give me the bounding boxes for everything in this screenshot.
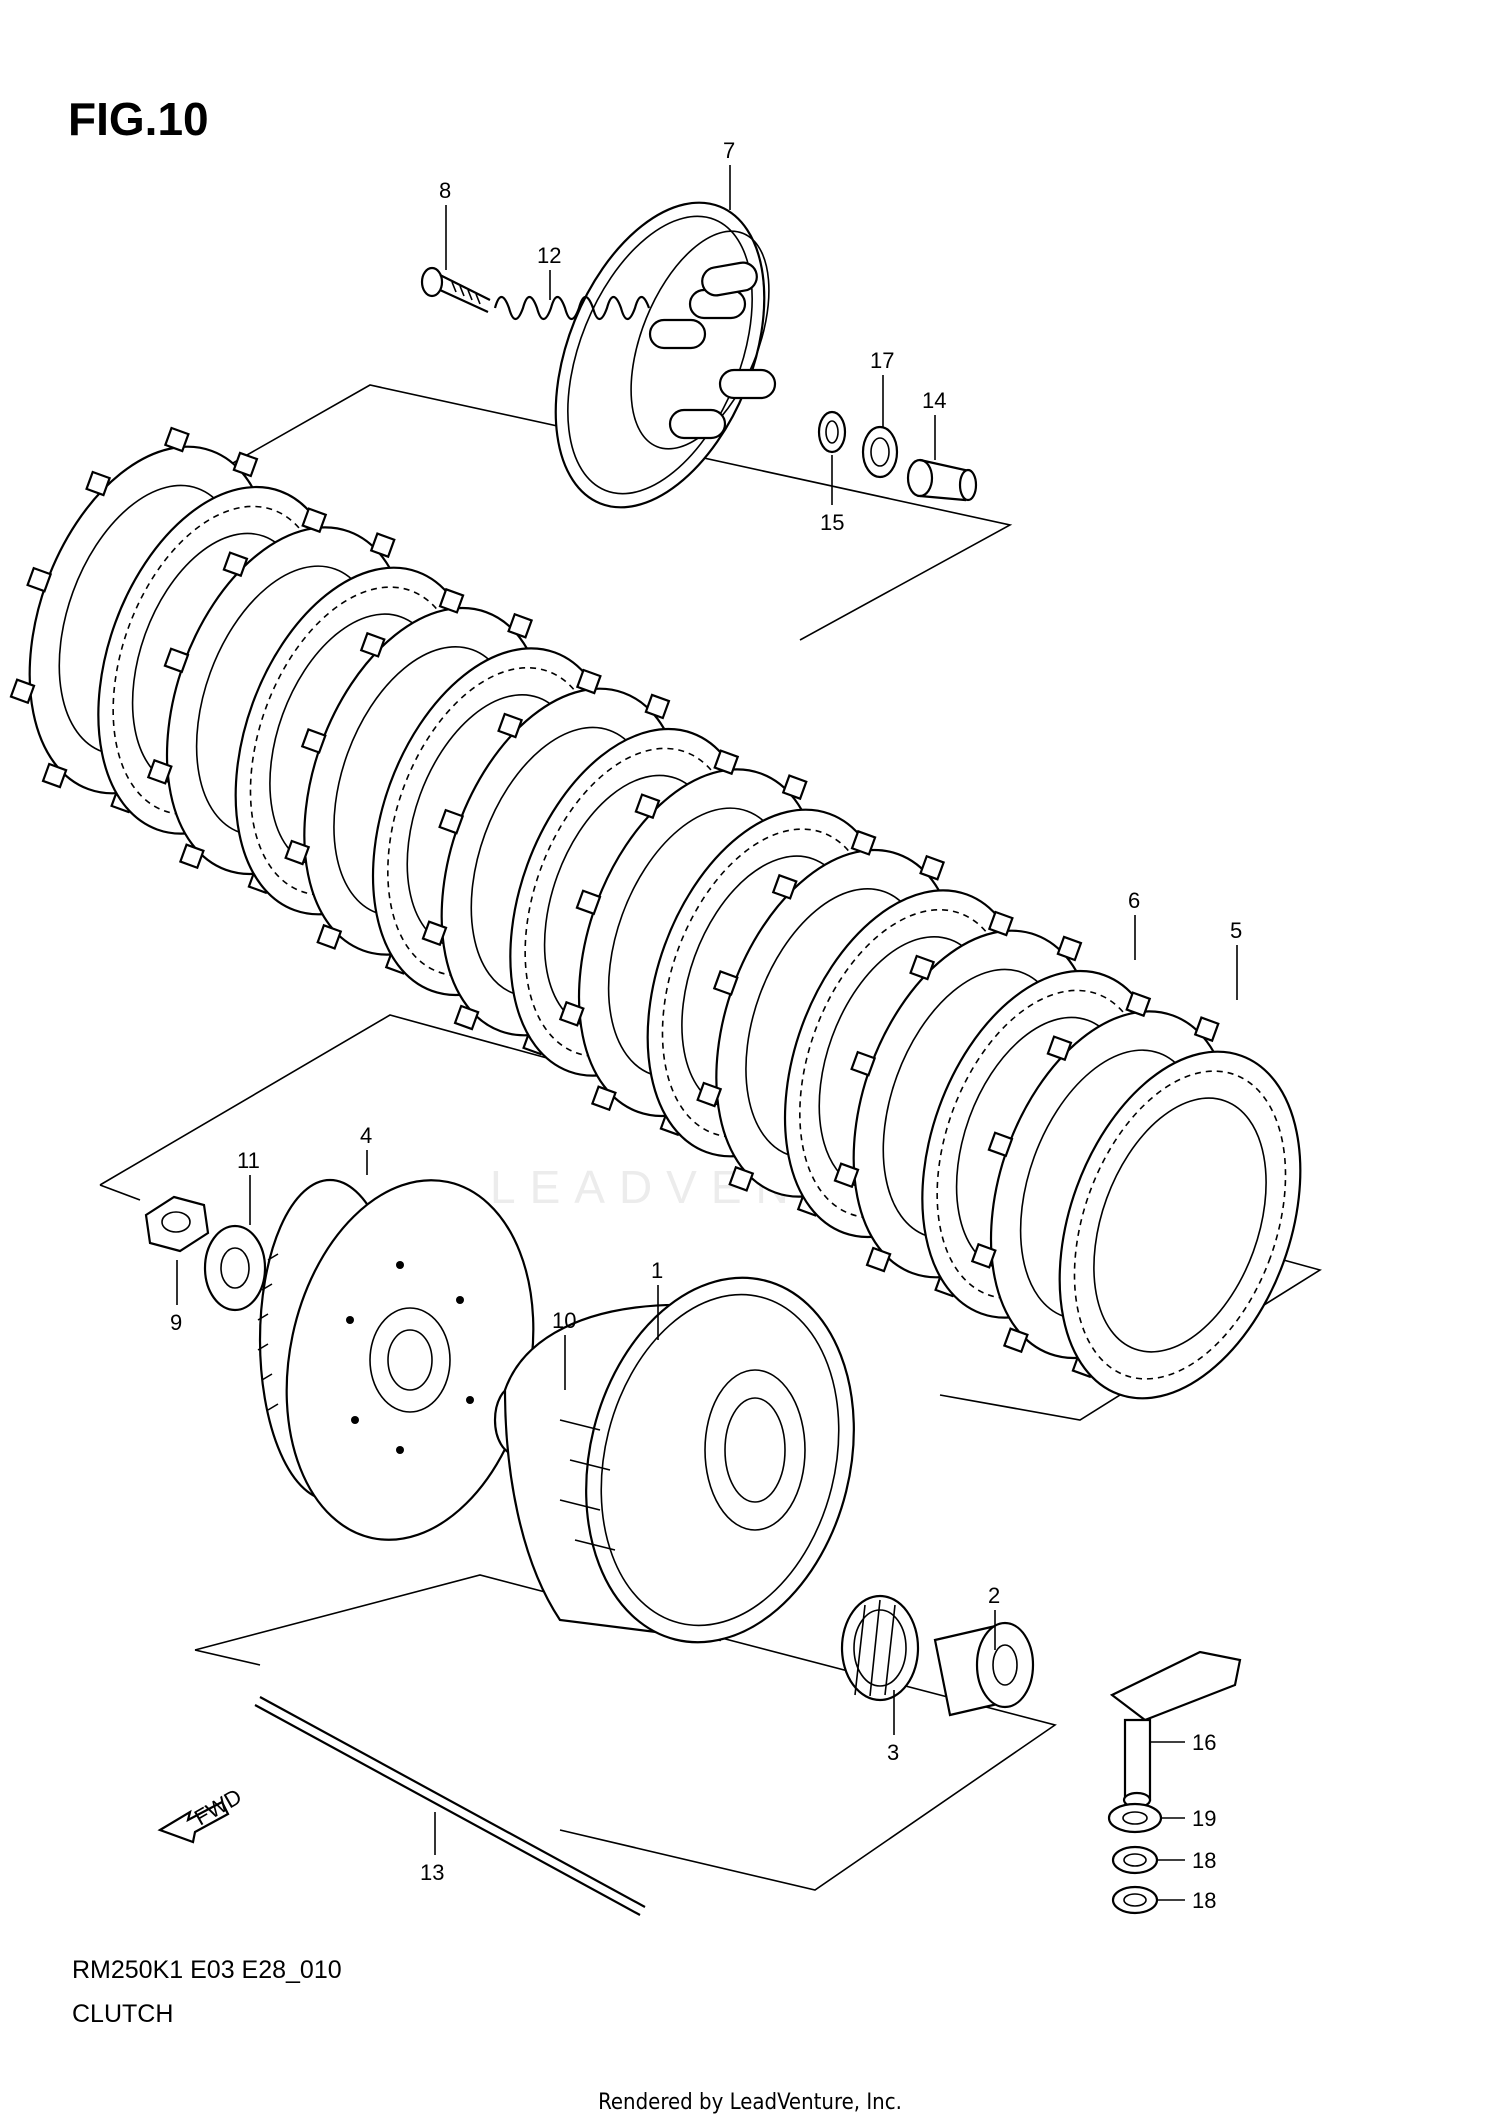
pushrod-piece-14 <box>906 458 978 502</box>
plate-tab <box>146 758 173 785</box>
callout-16: 16 <box>1192 1730 1216 1755</box>
callout-3: 3 <box>887 1740 899 1765</box>
figure-title: FIG.10 <box>68 93 209 145</box>
plate-tab <box>438 587 465 614</box>
plate-tab <box>9 678 36 705</box>
plate-tab <box>85 470 112 497</box>
plate-tab <box>26 566 53 593</box>
callout-17: 17 <box>870 348 894 373</box>
release-lever-16 <box>1109 1650 1242 1809</box>
callout-18b: 18 <box>1192 1888 1216 1913</box>
plate-tab <box>163 426 190 453</box>
callout-19: 19 <box>1192 1806 1216 1831</box>
plate-tab <box>41 762 68 789</box>
callout-8: 8 <box>439 178 451 203</box>
section-name: CLUTCH <box>72 2000 174 2028</box>
plate-tab <box>359 631 386 658</box>
plate-tab <box>919 854 946 881</box>
plate-tab <box>590 1085 617 1112</box>
pressure-plate <box>554 201 777 509</box>
nut-9 <box>144 1195 210 1253</box>
callout-18a: 18 <box>1192 1848 1216 1873</box>
plate-tab <box>1125 991 1152 1018</box>
callout-15: 15 <box>820 510 844 535</box>
assembly-frame-bottom <box>194 1574 1057 1891</box>
assembly-frame-middle <box>99 1014 1322 1421</box>
plate-tab <box>644 693 671 720</box>
oil-seal-19 <box>1107 1802 1163 1834</box>
plate-tab <box>1002 1327 1029 1354</box>
footer-credit: Rendered by LeadVenture, Inc. <box>598 2090 902 2115</box>
plate-tab <box>771 873 798 900</box>
model-code: RM250K1 E03 E28_010 <box>72 1956 342 1984</box>
plate-tab <box>497 712 524 739</box>
bearing-18b <box>1111 1885 1159 1915</box>
callout-7: 7 <box>723 138 735 163</box>
plate-tab <box>1056 935 1083 962</box>
plate-tab <box>558 1000 585 1027</box>
callout-11: 11 <box>237 1148 260 1173</box>
plate-tab <box>369 532 396 559</box>
callout-2: 2 <box>988 1583 1000 1608</box>
plate-tab <box>909 954 936 981</box>
fwd-arrow-icon: FWD <box>157 1784 246 1844</box>
leader-lines <box>176 165 1238 1901</box>
plate-tab <box>850 1050 877 1077</box>
needle-bearing-3 <box>840 1594 920 1702</box>
spacer-2 <box>933 1621 1035 1717</box>
plate-tab <box>232 451 259 478</box>
callout-10: 10 <box>552 1308 576 1333</box>
plate-tab <box>575 668 602 695</box>
push-rod-13 <box>254 1696 646 1916</box>
driven-plate <box>1058 1050 1302 1400</box>
plate-tab <box>634 793 661 820</box>
bearing-17 <box>861 425 899 479</box>
clutch-sleeve-hub-4 <box>257 1178 535 1541</box>
plate-tab <box>712 970 739 996</box>
callout-labels: 7 8 12 17 14 15 6 5 4 11 9 10 1 2 3 13 1… <box>170 138 1242 1913</box>
plate-tab <box>713 749 740 776</box>
washer-11 <box>203 1224 267 1312</box>
callout-12: 12 <box>537 243 561 268</box>
primary-driven-gear-1 <box>503 1276 855 1644</box>
plate-tab <box>987 910 1014 937</box>
callout-6: 6 <box>1128 888 1140 913</box>
callout-5: 5 <box>1230 918 1242 943</box>
plate-tab <box>300 728 327 754</box>
bolt-8 <box>420 266 491 313</box>
callout-9: 9 <box>170 1310 182 1335</box>
plate-tab <box>781 774 808 801</box>
plate-tab <box>1046 1035 1073 1062</box>
plate-tab <box>438 808 465 835</box>
plate-tab <box>728 1165 755 1192</box>
plate-tab <box>301 507 328 534</box>
clutch-plate-stack <box>9 426 1302 1400</box>
bearing-18a <box>1111 1845 1159 1875</box>
plate-tab <box>507 612 534 639</box>
washer-15 <box>817 410 847 454</box>
plate-tab <box>865 1246 892 1273</box>
callout-13: 13 <box>420 1860 444 1885</box>
plate-tab <box>1193 1016 1220 1043</box>
plate-tab <box>575 889 602 916</box>
plate-tab <box>316 923 343 950</box>
plate-tab <box>970 1242 997 1269</box>
plate-tab <box>163 647 190 674</box>
plate-tab <box>178 843 205 870</box>
plate-tab <box>850 829 877 856</box>
plate-tab <box>453 1004 480 1031</box>
callout-1: 1 <box>651 1258 663 1283</box>
plate-tab <box>696 1081 723 1108</box>
spring-12 <box>493 295 651 321</box>
plate-tab <box>833 1162 860 1189</box>
callout-14: 14 <box>922 388 946 413</box>
fwd-label: FWD <box>190 1784 246 1831</box>
plate-tab <box>222 551 249 578</box>
callout-4: 4 <box>360 1123 372 1148</box>
plate-tab <box>284 839 311 866</box>
plate-tab <box>421 920 448 947</box>
plate-tab <box>987 1131 1014 1158</box>
